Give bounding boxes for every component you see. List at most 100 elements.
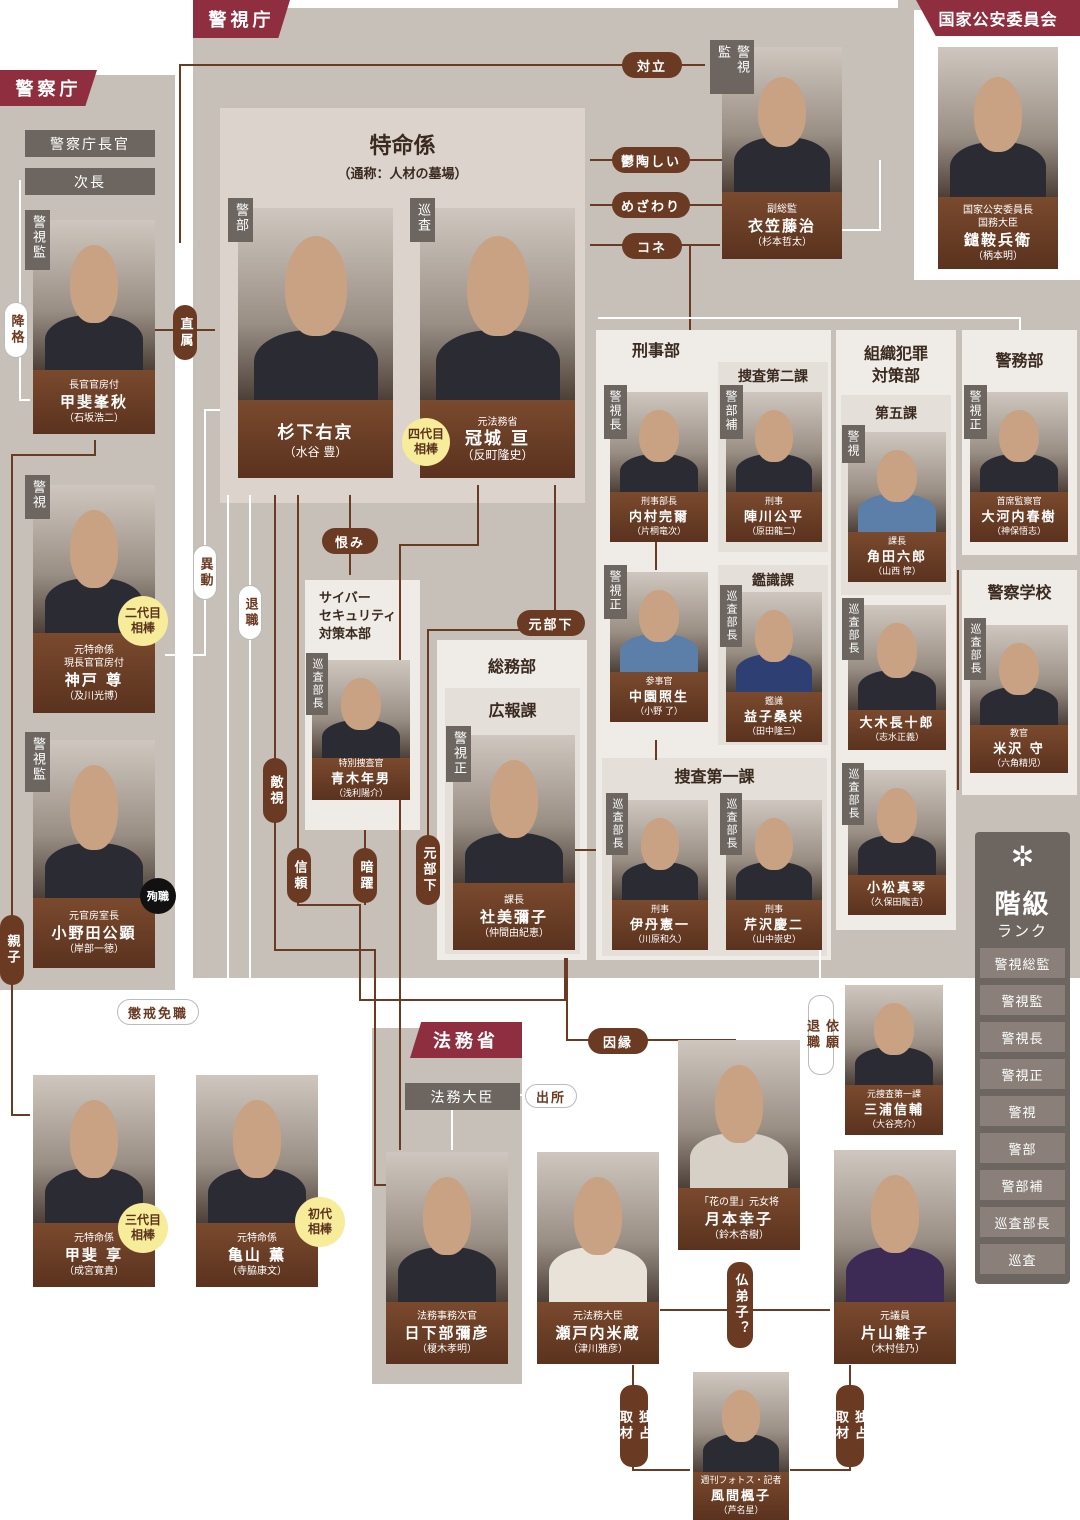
kaburagi-rank: 巡査 xyxy=(410,198,435,242)
rank-9: 巡査 xyxy=(980,1244,1065,1274)
onoda-role: 元官房室長 xyxy=(69,911,119,922)
kinugasa-rank: 警視監 xyxy=(710,40,754,94)
tag-homusho: 法務省 xyxy=(410,1022,522,1058)
card-oki[interactable]: 大木長十郎 （志水正義） xyxy=(848,605,946,750)
rel-dokusen-1: 独占 取材 xyxy=(617,1385,651,1467)
tsukimoto-name: 月本幸子 xyxy=(704,1210,773,1228)
rank-3: 警視長 xyxy=(980,1022,1065,1052)
rank-ladder: ✲ 階級 ランク 警視総監 警視監 警視長 警視正 警視 警部 警部補 巡査部長… xyxy=(975,832,1070,1284)
kameyama-name: 亀山 薫 xyxy=(227,1246,287,1264)
kabuki-name: 鑓鞍兵衛 xyxy=(963,230,1032,249)
uchimura-actor: （片桐竜次） xyxy=(631,526,686,537)
kazama-actor: （芦名星） xyxy=(718,1505,764,1516)
oki-rank: 巡査部長 xyxy=(842,598,864,660)
jinkawa-rank: 警部補 xyxy=(720,385,743,439)
keimu-heading: 警務部 xyxy=(995,351,1044,370)
rank-4: 警視正 xyxy=(980,1059,1065,1089)
card-kusakabe[interactable]: 法務事務次官日下部彌彦（榎木孝明） xyxy=(386,1152,508,1364)
card-uchimura[interactable]: 刑事部長内村完爾（片桐竜次） xyxy=(610,392,708,542)
rel-mezawari: めざわり xyxy=(612,192,690,218)
card-masuko[interactable]: 鑑識益子桑栄（田中隆三） xyxy=(726,592,822,742)
rank-6: 警部 xyxy=(980,1133,1065,1163)
card-yonezawa[interactable]: 教官米沢 守（六角精児） xyxy=(970,625,1068,773)
tokumei-title: 特命係 xyxy=(369,133,436,159)
tsukimoto-role: 「花の里」元女将 xyxy=(699,1197,779,1208)
rel-ido: 異動 xyxy=(193,545,217,600)
card-setouchi[interactable]: 元法務大臣瀬戸内米蔵（津川雅彦） xyxy=(537,1152,659,1364)
card-kai-toru[interactable]: 元特命係甲斐 享（成宮寛貴） xyxy=(33,1075,155,1287)
komatsu-name: 小松真琴 xyxy=(866,881,927,896)
card-serizawa[interactable]: 刑事芹沢慶二（山中崇史） xyxy=(726,800,822,950)
komatsu-actor: （久保田龍吉） xyxy=(865,898,929,908)
oki-actor: （志水正義） xyxy=(869,733,924,743)
card-komatsu[interactable]: 小松真琴 （久保田龍吉） xyxy=(848,770,946,915)
ladder-title: 階級 xyxy=(994,890,1051,920)
serizawa-role: 刑事 xyxy=(764,904,783,915)
setouchi-actor: （津川雅彦） xyxy=(568,1344,628,1355)
kai-toru-name: 甲斐 享 xyxy=(64,1246,124,1264)
sugishita-actor: （水谷 豊） xyxy=(283,444,348,459)
yashiro-actor: （仲間由紀恵） xyxy=(479,927,549,939)
yashiro-role: 課長 xyxy=(504,894,524,906)
card-sugishita[interactable]: 杉下右京（水谷 豊） xyxy=(238,208,393,478)
sugishita-rank: 警部 xyxy=(228,198,253,242)
card-kameyama[interactable]: 元特命係亀山 薫（寺脇康文） xyxy=(196,1075,318,1287)
kaburagi-name: 冠城 亘 xyxy=(465,429,530,449)
kameyama-actor: （寺脇康文） xyxy=(227,1266,287,1277)
tsukimoto-actor: （鈴木杏樹） xyxy=(709,1230,769,1241)
card-kakuda[interactable]: 課長角田六郎（山西 惇） xyxy=(848,432,946,582)
kambe-actor: （及川光博） xyxy=(64,690,124,702)
card-jinkawa[interactable]: 刑事陣川公平（原田龍二） xyxy=(726,392,822,542)
rel-taishoku: 退職 xyxy=(238,585,262,640)
otokochi-actor: （神保悟志） xyxy=(991,526,1046,537)
kaburagi-role: 元法務省 xyxy=(477,417,518,428)
onoda-rank: 警視監 xyxy=(25,732,50,792)
kabuki-role: 国家公安委員長 国務大臣 xyxy=(963,204,1033,229)
card-katayama[interactable]: 元議員片山雛子（木村佳乃） xyxy=(834,1150,956,1364)
card-otokochi[interactable]: 首席監察官大河内春樹（神保悟志） xyxy=(970,392,1068,542)
rel-motobuka-h: 元部下 xyxy=(517,610,585,636)
kaburagi-actor: （反町隆史） xyxy=(461,448,534,462)
kusakabe-actor: （榎木孝明） xyxy=(417,1344,477,1355)
miura-actor: （大谷亮介） xyxy=(866,1119,921,1130)
katayama-actor: （木村佳乃） xyxy=(865,1344,925,1355)
onoda-name: 小野田公顕 xyxy=(51,924,137,942)
rel-oyako: 親子 xyxy=(0,915,24,985)
badge-shodai: 初代 相棒 xyxy=(295,1197,345,1247)
yonezawa-name: 米沢 守 xyxy=(993,741,1045,757)
masuko-name: 益子桑栄 xyxy=(743,709,804,725)
card-onoda[interactable]: 元官房室長小野田公顕（岸部一徳） xyxy=(33,740,155,968)
chokan-box: 警察庁長官 xyxy=(25,130,155,157)
kinugasa-role: 副総監 xyxy=(767,203,797,215)
masuko-role: 鑑識 xyxy=(764,696,783,707)
card-aoki[interactable]: 特別捜査官青木年男（浅利陽介） xyxy=(312,660,410,800)
card-tsukimoto[interactable]: 「花の里」元女将月本幸子 （鈴木杏樹） xyxy=(678,1040,800,1250)
kai-mineaki-name: 甲斐峯秋 xyxy=(59,393,128,411)
kabuki-actor: （柄本明） xyxy=(973,250,1023,262)
card-itami[interactable]: 刑事伊丹憲一（川原和久） xyxy=(612,800,708,950)
rank-7: 警部補 xyxy=(980,1170,1065,1200)
card-kabuki[interactable]: 国家公安委員長 国務大臣鑓鞍兵衛（柄本明） xyxy=(938,47,1058,269)
miura-role: 元捜査第一課 xyxy=(866,1089,921,1100)
badge-nidaime: 二代目 相棒 xyxy=(118,596,168,646)
kusakabe-role: 法務事務次官 xyxy=(417,1311,477,1322)
rel-kakaku: 降格 xyxy=(4,302,28,358)
card-kinugasa[interactable]: 副総監衣笠藤治（杉本哲太） xyxy=(722,47,842,259)
rel-motobuka-v: 元部下 xyxy=(416,835,440,905)
rel-shussho: 出所 xyxy=(525,1084,577,1108)
card-kazama[interactable]: 週刊フォトス・記者風間楓子（芦名星） xyxy=(693,1372,789,1520)
kazama-role: 週刊フォトス・記者 xyxy=(700,1475,782,1486)
card-kai-mineaki[interactable]: 長官官房付甲斐峯秋（石坂浩二） xyxy=(33,220,155,434)
card-yashiro[interactable]: 課長社美彌子（仲間由紀恵） xyxy=(453,735,575,950)
daigo-heading: 第五課 xyxy=(875,406,917,422)
itami-rank: 巡査部長 xyxy=(606,793,628,855)
soshiki-heading: 組織犯罪 対策部 xyxy=(863,344,928,385)
setouchi-role: 元法務大臣 xyxy=(573,1311,623,1322)
itami-name: 伊丹憲一 xyxy=(629,917,690,933)
yonezawa-rank: 巡査部長 xyxy=(964,618,986,680)
badge-yondaime: 四代目 相棒 xyxy=(402,418,450,466)
jinkawa-actor: （原田龍二） xyxy=(746,526,801,537)
card-miura[interactable]: 元捜査第一課三浦信輔（大谷亮介） xyxy=(845,985,943,1135)
tag-kokka-koan: 国家公安委員会 xyxy=(916,0,1080,36)
oki-name: 大木長十郎 xyxy=(859,716,935,731)
